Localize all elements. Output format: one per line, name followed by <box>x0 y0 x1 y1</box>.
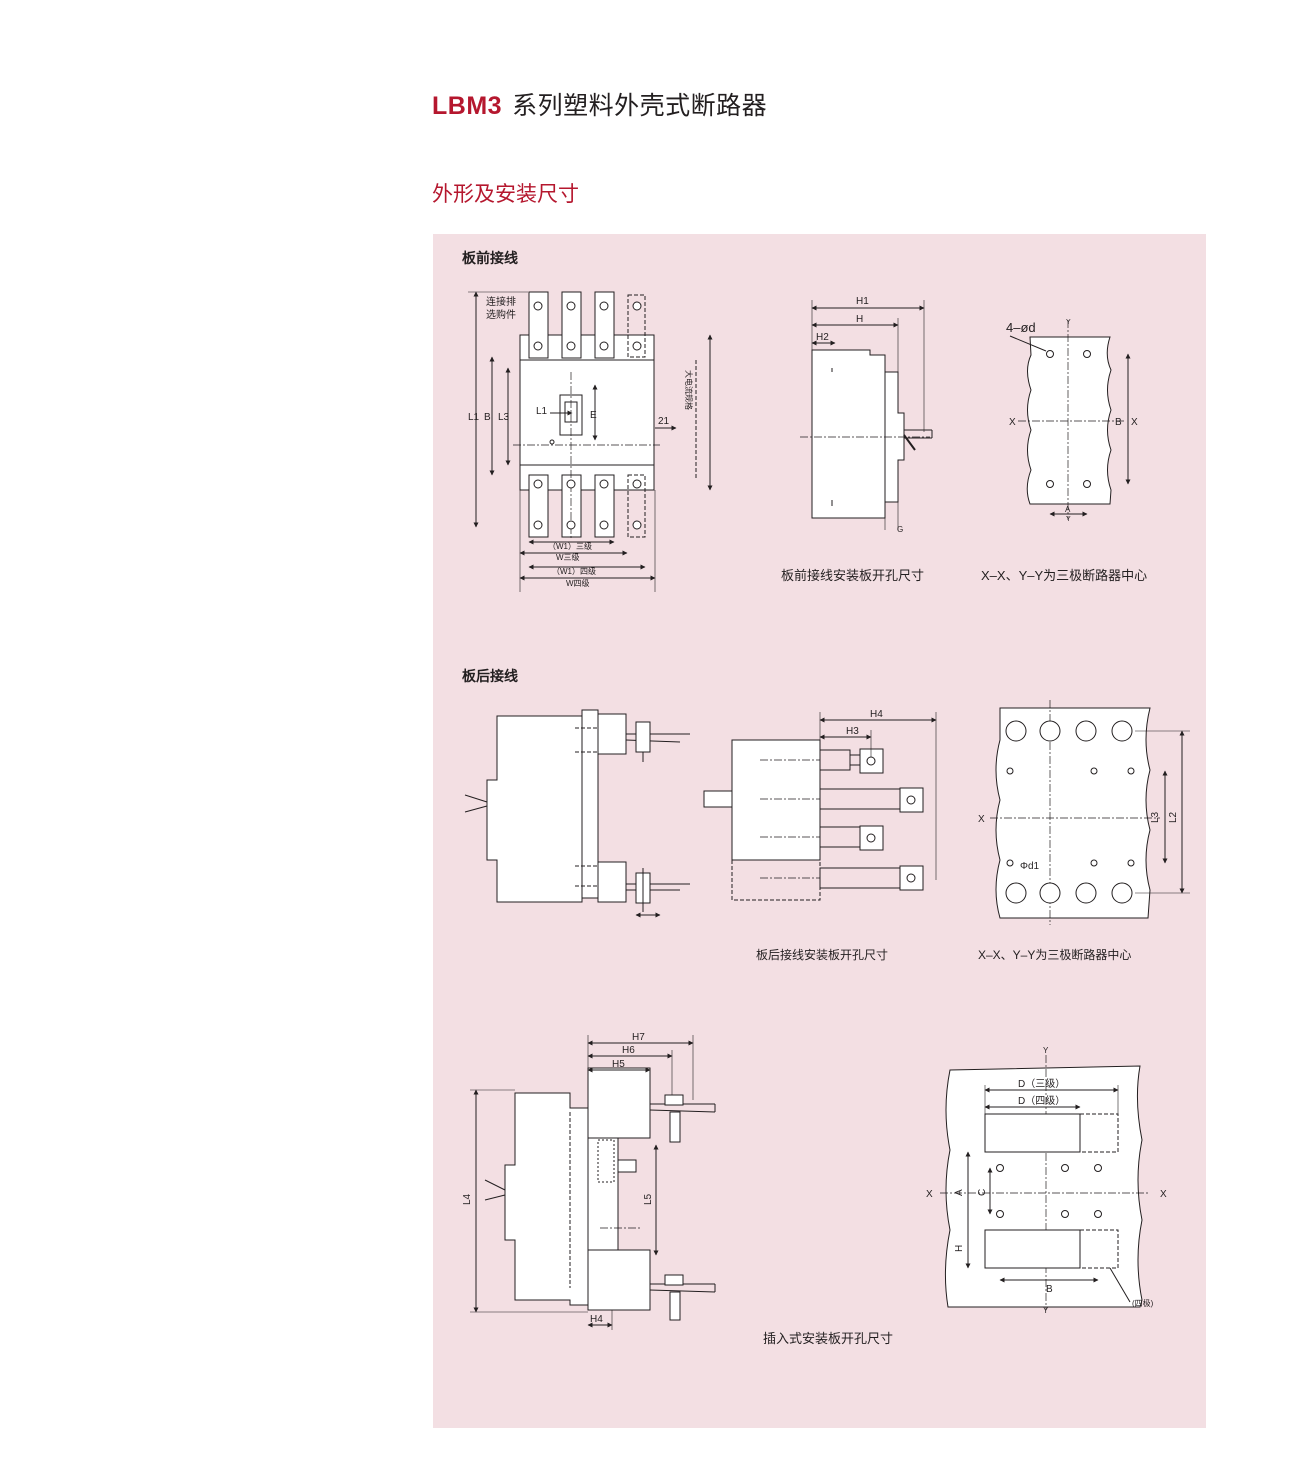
dim-H4-label: H4 <box>870 709 883 720</box>
plugin-caption: 插入式安装板开孔尺寸 <box>763 1331 894 1346</box>
series-name: 系列塑料外壳式断路器 <box>512 92 768 120</box>
axis-Y-bottom-label: Y <box>1066 516 1071 523</box>
series-code: LBM3 <box>432 92 503 120</box>
plugin-side-view-drawing <box>470 1035 716 1330</box>
dim-L5-label: L5 <box>643 1193 654 1205</box>
section-title: 外形及安装尺寸 <box>432 183 579 206</box>
axis-X-right-label: X <box>1131 417 1138 428</box>
rear-caption-right: X–X、Y–Y为三极断路器中心 <box>978 948 1132 962</box>
dim-L3-label: L3 <box>498 412 510 423</box>
rear-hole-pattern-drawing <box>990 700 1190 925</box>
dim-D-three-label: D（三级） <box>1018 1078 1065 1090</box>
rear-side-view-drawing <box>464 709 690 918</box>
dim-H1-label: H1 <box>856 296 869 307</box>
cutout-X-left-label: X <box>926 1189 933 1200</box>
dim-B-hole-label: B <box>1115 417 1122 428</box>
dim-H-label: H <box>856 314 863 325</box>
cutout-X-right-label: X <box>1160 1189 1167 1200</box>
dim-A-cutout-label: A <box>954 1189 965 1196</box>
dim-L4-label: L4 <box>462 1193 473 1205</box>
axis-X-left-label: X <box>1009 417 1016 428</box>
dim-G-label: G <box>897 525 903 534</box>
dim-E-label: E <box>590 410 597 421</box>
rear-axis-X-label: X <box>978 814 985 825</box>
front-hole-pattern-drawing <box>1009 320 1131 520</box>
front-caption-right: X–X、Y–Y为三极断路器中心 <box>981 568 1148 583</box>
page-title: LBM3 系列塑料外壳式断路器 <box>432 86 767 122</box>
dim-C-label: C <box>977 1189 988 1196</box>
dim-B-cutout-label: B <box>1046 1284 1053 1295</box>
dim-L3-rear-label: L3 <box>1150 811 1161 823</box>
dim-H5-label: H5 <box>612 1059 625 1070</box>
front-wiring-label: 板前接线 <box>462 250 518 266</box>
dim-W1-four-label: （W1）四级 <box>552 566 596 576</box>
dim-H4-plugin-label: H4 <box>590 1314 603 1325</box>
front-caption-left: 板前接线安装板开孔尺寸 <box>781 568 925 583</box>
dim-H6-label: H6 <box>622 1045 635 1056</box>
dim-H3-label: H3 <box>846 726 859 737</box>
front-side-view-drawing <box>800 300 933 530</box>
plugin-cutout-drawing <box>940 1055 1150 1310</box>
dim-H7-label: H7 <box>632 1032 645 1043</box>
cutout-Y-top-label: Y <box>1043 1046 1049 1055</box>
cutout-Y-bottom-label: Y <box>1043 1306 1049 1315</box>
dim-H-cutout-label: H <box>954 1245 965 1252</box>
front-view-drawing <box>468 291 713 592</box>
connector-note-line2: 选购件 <box>486 308 516 321</box>
dim-H2-label: H2 <box>816 332 829 343</box>
dim-B-label: B <box>484 412 491 423</box>
dim-A-label: A <box>1065 505 1071 514</box>
dim-W-three-label: W三级 <box>556 552 580 562</box>
dim-W1-three-label: （W1）三级 <box>548 541 592 551</box>
dim-L1-inner-label: L1 <box>536 406 548 417</box>
dim-L1-label: L1 <box>468 412 480 423</box>
four-pole-label: (四极) <box>1132 1298 1154 1308</box>
dim-W-four-label: W四级 <box>566 578 590 588</box>
axis-Y-top-label: Y <box>1066 319 1071 326</box>
rear-caption-left: 板后接线安装板开孔尺寸 <box>756 948 889 962</box>
dim-21-label: 21 <box>658 416 670 427</box>
dim-L2-label: L2 <box>1168 811 1179 823</box>
holes-label: 4–ød <box>1006 320 1036 335</box>
dim-d1-label: Φd1 <box>1020 861 1040 872</box>
dim-D-four-label: D（四级） <box>1018 1095 1065 1107</box>
rear-wiring-label: 板后接线 <box>462 668 518 684</box>
rear-terminal-view-drawing <box>703 712 937 901</box>
side-note-label: 大电流规格 <box>684 370 694 410</box>
connector-note-line1: 连接排 <box>486 295 516 308</box>
